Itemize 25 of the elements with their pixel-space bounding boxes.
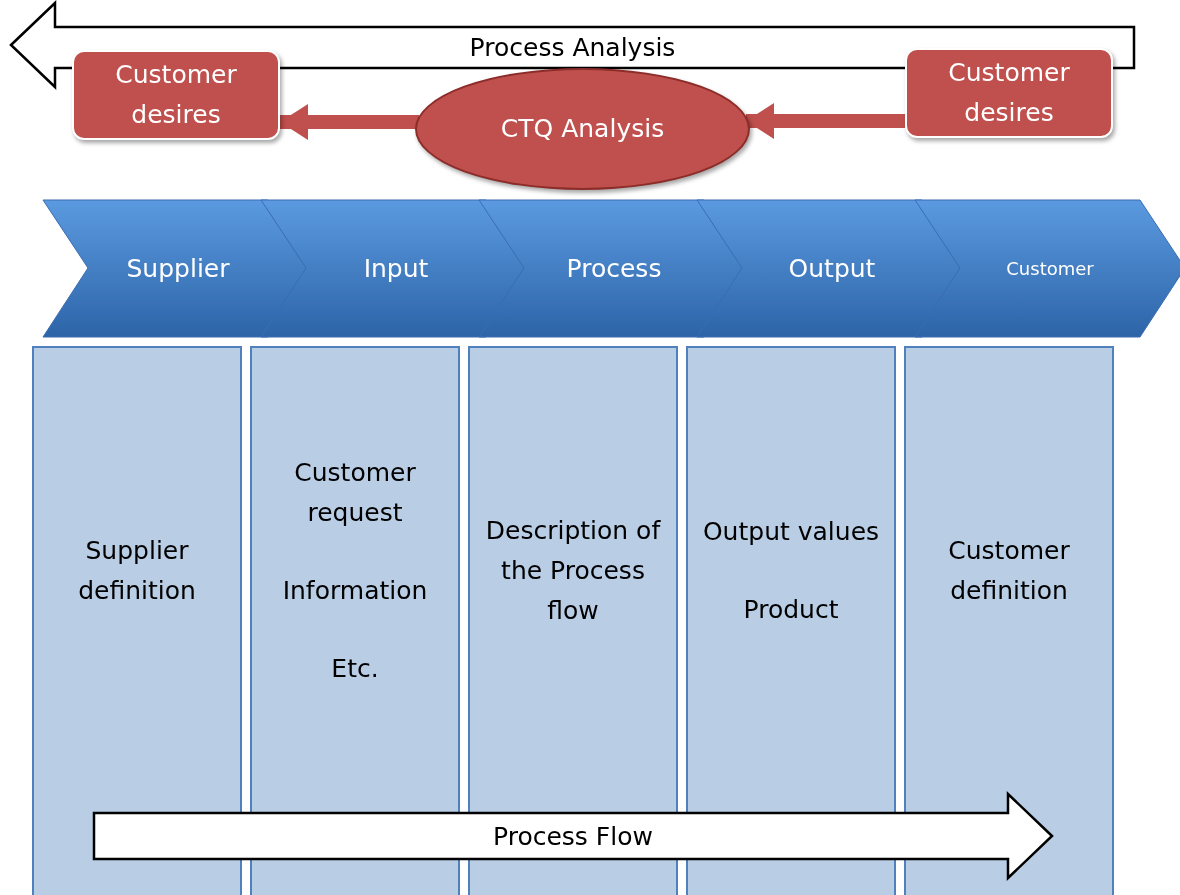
column-text: Product bbox=[743, 594, 839, 626]
column-text: Customer definition bbox=[947, 535, 1071, 607]
column-panel bbox=[250, 346, 460, 895]
arrow bbox=[280, 104, 419, 140]
column-text: Etc. bbox=[331, 653, 379, 685]
arrow-label: Process Analysis bbox=[469, 33, 676, 62]
stage-label: Output bbox=[788, 254, 876, 283]
arrow bbox=[746, 103, 905, 139]
desire-box: Customer desires bbox=[72, 50, 280, 140]
column-text: Information bbox=[282, 575, 428, 607]
column-text: Output values bbox=[702, 516, 880, 548]
column-text: Description of the Process flow bbox=[484, 515, 662, 627]
column-panel bbox=[32, 346, 242, 895]
column-text: Customer request bbox=[293, 457, 417, 529]
stage-label: Input bbox=[363, 254, 429, 283]
arrow-label: Process Flow bbox=[493, 821, 653, 851]
column-panel bbox=[686, 346, 896, 895]
stage-label: Process bbox=[566, 254, 662, 283]
analysis-ellipse: CTQ Analysis bbox=[415, 68, 750, 190]
column-text: Supplier definition bbox=[77, 535, 197, 607]
column-panel bbox=[904, 346, 1114, 895]
desire-box: Customer desires bbox=[905, 48, 1113, 138]
column-panel bbox=[468, 346, 678, 895]
stage-label: Supplier bbox=[126, 254, 230, 283]
stage-label: Customer bbox=[1006, 258, 1094, 279]
